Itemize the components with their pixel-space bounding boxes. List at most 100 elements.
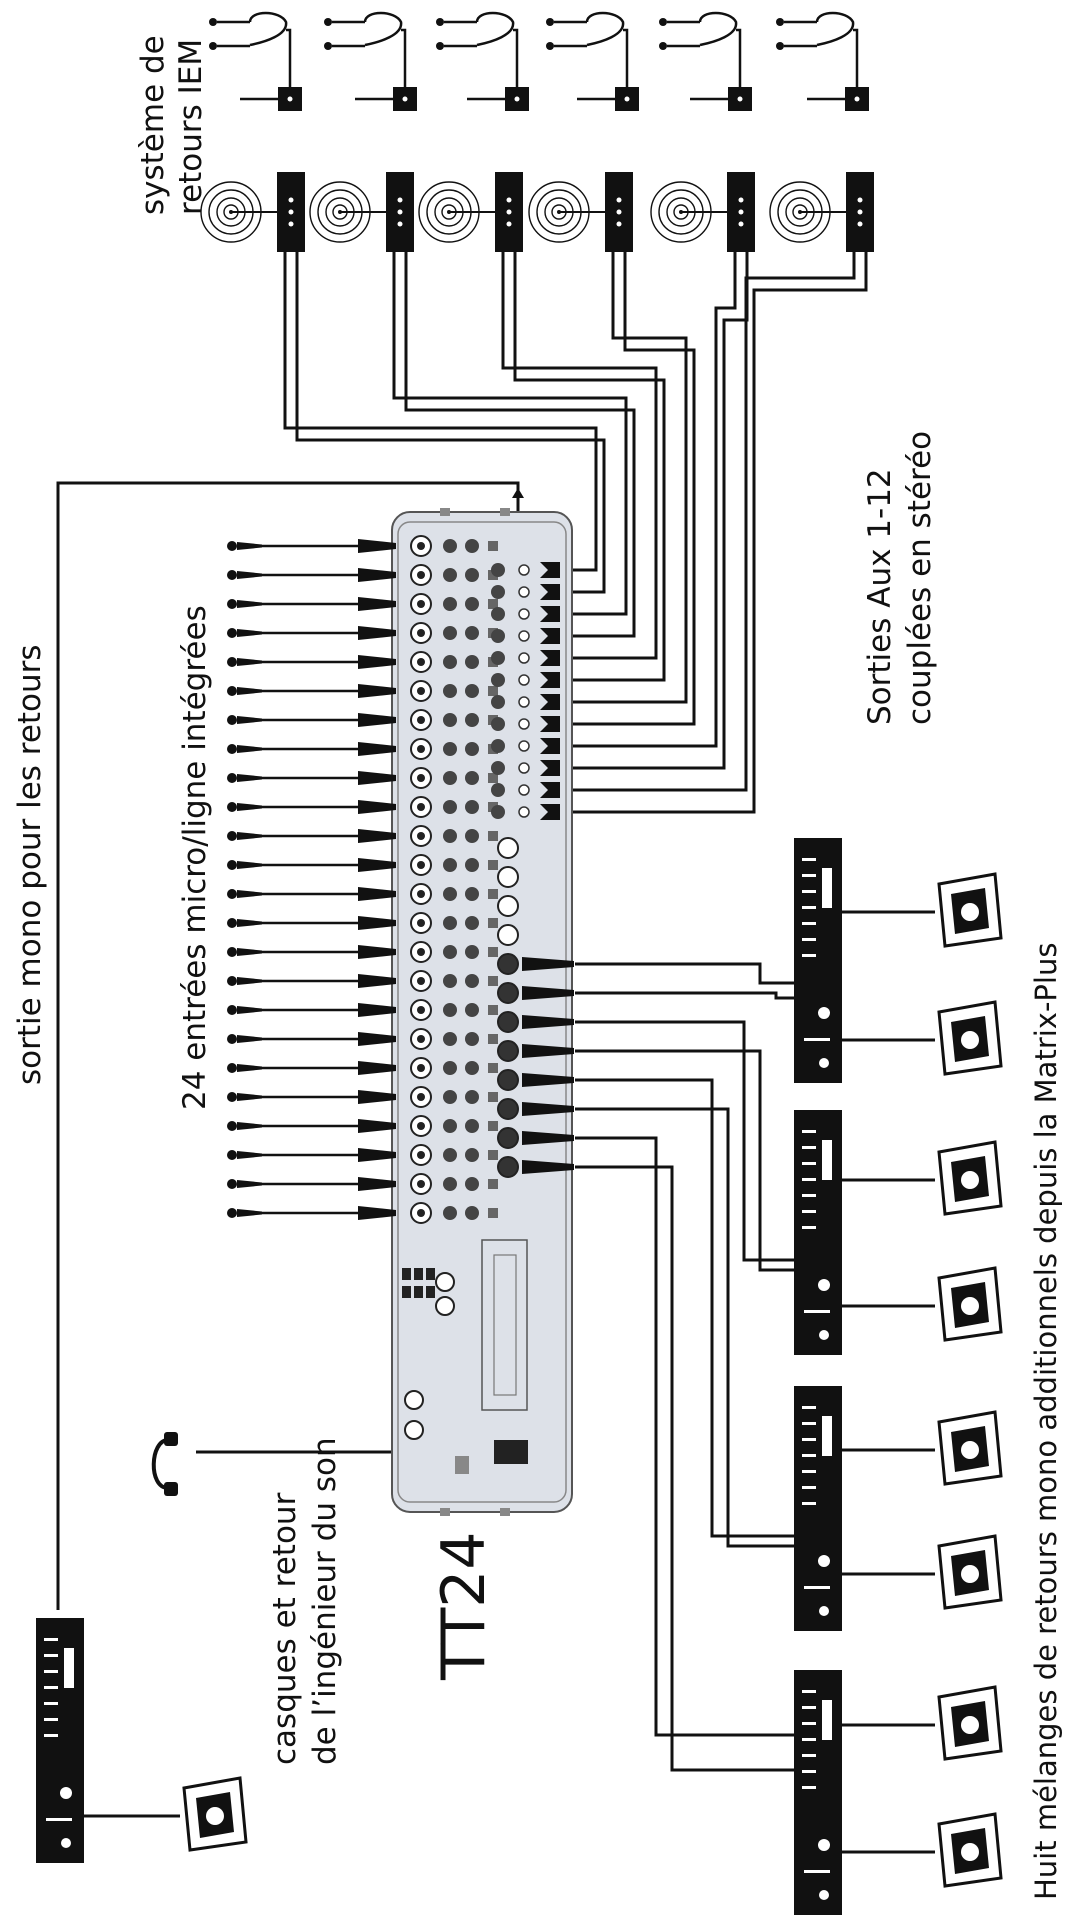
matrix-wedge — [937, 1812, 1003, 1888]
mic-head-icon — [227, 1179, 237, 1189]
mic-body — [237, 774, 262, 782]
direct-out — [488, 599, 498, 609]
mic-head-icon — [227, 1034, 237, 1044]
rack-amplifier — [794, 1386, 842, 1631]
xlr-input-jack-center — [417, 861, 425, 869]
transmitter-led — [397, 209, 403, 215]
matrix-output-xlr — [497, 1156, 519, 1178]
matrix-output-cable — [575, 1078, 794, 1538]
aux-output-jack — [491, 585, 505, 599]
matrix-output-plug — [522, 1102, 574, 1116]
mic-head-icon — [227, 744, 237, 754]
headphone-cup — [164, 1482, 178, 1496]
mic-input — [227, 1206, 396, 1220]
transmitter-led — [857, 209, 863, 215]
mic-input — [227, 568, 396, 582]
line-input-jack — [465, 713, 479, 727]
headphone-group — [151, 1432, 178, 1496]
line-input-jack — [465, 684, 479, 698]
xlr-plug — [358, 1206, 396, 1220]
xlr-plug — [358, 597, 396, 611]
xlr-plug — [358, 1090, 396, 1104]
aux-cable — [565, 252, 688, 704]
mic-body — [237, 890, 262, 898]
xlr-input-jack-center — [417, 774, 425, 782]
xlr-plug — [358, 1119, 396, 1133]
mic-head-icon — [227, 773, 237, 783]
xlr-input-jack-center — [417, 1035, 425, 1043]
mic-body — [237, 861, 262, 869]
amp-vent-slot — [802, 1690, 816, 1693]
aux-output-jack — [491, 673, 505, 687]
direct-out — [488, 947, 498, 957]
console-channel-row — [410, 883, 498, 905]
transmitter-led — [857, 221, 863, 227]
amp-vent-slot — [44, 1702, 58, 1705]
xlr-input-jack-center — [417, 803, 425, 811]
iem-transmitter — [309, 172, 414, 252]
aux-output-plug — [540, 716, 560, 732]
matrix-output-cable — [575, 962, 794, 985]
mic-head-icon — [227, 802, 237, 812]
xlr-input-jack-center — [417, 1209, 425, 1217]
receiver-led — [854, 96, 860, 102]
mic-head-icon — [227, 657, 237, 667]
engineer-amplifier — [36, 1618, 84, 1863]
aux-cable — [565, 252, 868, 814]
direct-out — [488, 1092, 498, 1102]
line-input-jack — [465, 1061, 479, 1075]
console-channel-row — [410, 1173, 498, 1195]
amp-stripe — [804, 1310, 830, 1313]
transmitter-led — [857, 197, 863, 203]
mic-body — [237, 1151, 262, 1159]
amp-vent-slot — [802, 938, 816, 941]
aux-output-socket — [518, 718, 530, 730]
aux-output-plug — [540, 650, 560, 666]
rear-trs-jack — [402, 1286, 411, 1298]
rack-amplifier — [794, 838, 842, 1083]
console-channel-row — [410, 825, 498, 847]
aux-output-jack — [491, 607, 505, 621]
matrix-output-plug — [522, 1073, 574, 1087]
xlr-input-jack-center — [417, 1064, 425, 1072]
aux-cable — [295, 252, 606, 594]
earbud-right-icon — [324, 42, 332, 50]
aux-output-jack — [491, 761, 505, 775]
matrix-output-plug — [522, 1015, 574, 1029]
insert-jack — [443, 1090, 457, 1104]
xlr-input-jack-center — [417, 1093, 425, 1101]
mic-body — [237, 1093, 262, 1101]
receiver-led — [737, 96, 743, 102]
aux-output-socket — [518, 806, 530, 818]
transmitter-led — [616, 197, 622, 203]
line-input-jack — [465, 742, 479, 756]
amp-vent-slot — [802, 1438, 816, 1441]
mic-body — [237, 629, 262, 637]
matrix-output-xlr — [497, 1127, 519, 1149]
amp-meter — [822, 1416, 832, 1456]
engineer-wedge — [182, 1776, 248, 1852]
console-channel-row — [410, 1086, 498, 1108]
amp-vent-slot — [44, 1638, 58, 1641]
mic-input — [227, 945, 396, 959]
mic-body — [237, 542, 262, 550]
matrix-output-cable — [575, 1107, 794, 1548]
mic-body — [237, 745, 262, 753]
line-input-jack — [465, 800, 479, 814]
earbud-left-icon — [324, 18, 332, 26]
aux-cable — [565, 252, 696, 726]
line-input-jack — [465, 1032, 479, 1046]
console-channel-row — [410, 912, 498, 934]
amp-vent-slot — [802, 1706, 816, 1709]
amp-vent-slot — [802, 1422, 816, 1425]
line-input-jack — [465, 974, 479, 988]
insert-jack — [443, 916, 457, 930]
mic-input — [227, 974, 396, 988]
console-tab — [440, 508, 450, 516]
matrix-wedge — [937, 1140, 1003, 1216]
xlr-plug — [358, 1003, 396, 1017]
aux-output-plug — [540, 562, 560, 578]
amp-meter — [822, 1140, 832, 1180]
console-channel-row — [410, 1115, 498, 1137]
line-input-jack — [465, 771, 479, 785]
